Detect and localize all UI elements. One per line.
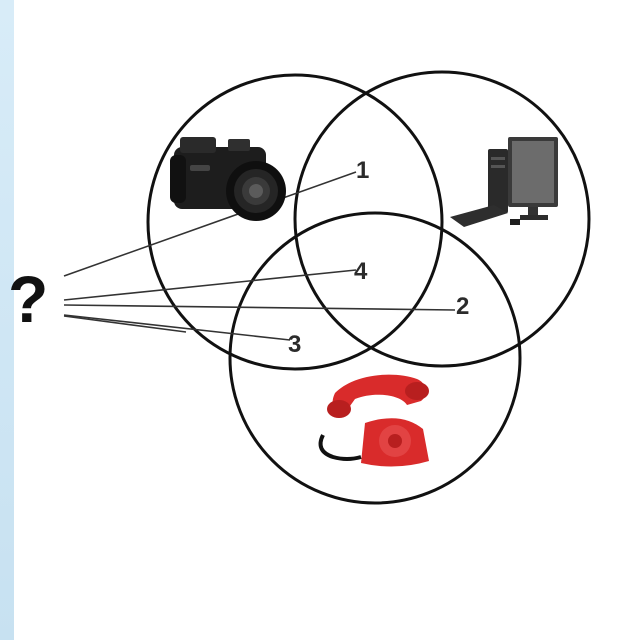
leader-line-3b: [64, 316, 186, 332]
region-label-2: 2: [456, 293, 469, 320]
region-label-1: 1: [356, 157, 369, 184]
question-mark: ?: [8, 262, 48, 336]
leader-line-3a: [64, 315, 290, 340]
region-label-3: 3: [288, 331, 301, 358]
camera-icon: [170, 137, 286, 221]
telephone-icon: [321, 375, 429, 467]
computer-icon: [450, 137, 558, 227]
region-label-4: 4: [354, 258, 368, 285]
leader-line-2: [64, 305, 455, 310]
